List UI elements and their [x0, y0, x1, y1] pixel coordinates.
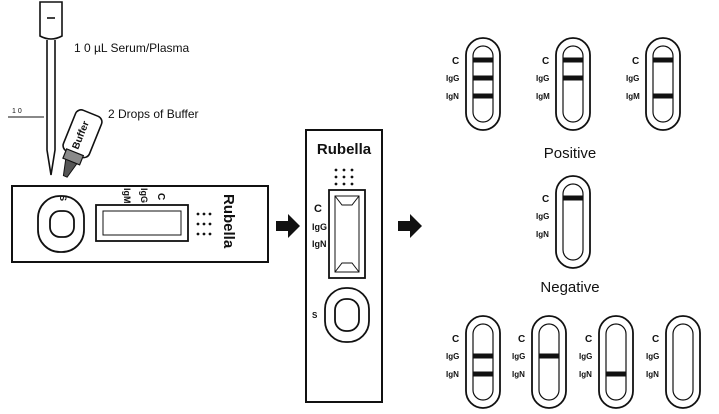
- positive-result-strip: C IgG IgM: [536, 37, 591, 131]
- cassette-line-igg-label: IgG: [139, 188, 149, 203]
- invalid-result-strip: C IgG IgN: [446, 315, 501, 409]
- center-igg-label: IgG: [312, 222, 327, 232]
- result-line-c: [563, 57, 583, 63]
- result-label-igm: IgN: [446, 370, 459, 379]
- result-label-c: C: [452, 56, 459, 67]
- positive-result-strip: C IgG IgN: [446, 37, 501, 131]
- pipette-mark: 1 0: [8, 108, 44, 118]
- invalid-result-strip: C IgG IgN: [646, 315, 701, 409]
- result-line-c: [653, 57, 673, 63]
- positive-label: Positive: [544, 145, 597, 162]
- negative-label: Negative: [540, 279, 599, 296]
- result-label-igg: IgG: [512, 352, 525, 361]
- result-label-igg: IgG: [626, 74, 639, 83]
- positive-result-strip: C IgG IgM: [626, 37, 681, 131]
- result-line-igm: [473, 371, 493, 377]
- cassette-line-igm-label: IgM: [122, 188, 132, 204]
- result-label-igm: IgM: [536, 92, 550, 101]
- result-label-igg: IgG: [536, 74, 549, 83]
- result-label-c: C: [542, 194, 549, 205]
- result-label-c: C: [585, 334, 592, 345]
- center-igm-label: IgN: [312, 239, 327, 249]
- cassette-sample-label: S: [58, 195, 68, 201]
- result-label-igm: IgM: [626, 92, 640, 101]
- result-line-igg: [473, 353, 493, 359]
- result-label-igg: IgG: [536, 212, 549, 221]
- cassette-arrow-dots: [196, 212, 212, 236]
- negative-result-strip: C IgG IgN: [536, 175, 591, 269]
- cassette-brand-label: Rubella: [220, 194, 237, 249]
- svg-text:1 0: 1 0: [12, 108, 22, 115]
- result-label-igm: IgN: [512, 370, 525, 379]
- result-strips: C IgG IgN C IgG IgM C IgG IgM C IgG IgN C IgG IgN C IgG I…: [446, 37, 701, 409]
- serum-volume-label: 1 0 µL Serum/Plasma: [74, 41, 190, 55]
- result-line-igg: [539, 353, 559, 359]
- result-label-c: C: [542, 56, 549, 67]
- invalid-result-strip: C IgG IgN: [579, 315, 634, 409]
- result-line-igm: [473, 93, 493, 99]
- result-label-igg: IgG: [446, 74, 459, 83]
- result-label-igm: IgN: [446, 92, 459, 101]
- result-label-igm: IgN: [536, 230, 549, 239]
- center-c-label: C: [314, 203, 322, 215]
- test-cassette-vertical: [305, 129, 383, 403]
- buffer-bottle: [62, 109, 103, 178]
- invalid-result-strip: C IgG IgN: [512, 315, 567, 409]
- result-label-c: C: [518, 334, 525, 345]
- result-label-c: C: [652, 334, 659, 345]
- cassette-line-c-label: C: [155, 193, 166, 200]
- result-label-igm: IgN: [646, 370, 659, 379]
- test-cassette-horizontal: [11, 185, 269, 263]
- result-label-igm: IgN: [579, 370, 592, 379]
- center-arrow-dots: [334, 168, 354, 186]
- result-label-c: C: [452, 334, 459, 345]
- result-line-igg: [563, 75, 583, 81]
- pipette: [39, 1, 63, 176]
- center-sample-label: S: [312, 311, 318, 320]
- arrow-right-icon: [398, 214, 422, 238]
- result-line-c: [563, 195, 583, 201]
- buffer-drops-label: 2 Drops of Buffer: [108, 107, 199, 121]
- result-line-igm: [653, 93, 673, 99]
- arrow-right-icon: [276, 214, 300, 238]
- result-label-igg: IgG: [646, 352, 659, 361]
- result-line-c: [473, 57, 493, 63]
- result-line-igg: [473, 75, 493, 81]
- result-line-igm: [606, 371, 626, 377]
- result-label-c: C: [632, 56, 639, 67]
- result-label-igg: IgG: [579, 352, 592, 361]
- center-title: Rubella: [317, 141, 372, 158]
- result-label-igg: IgG: [446, 352, 459, 361]
